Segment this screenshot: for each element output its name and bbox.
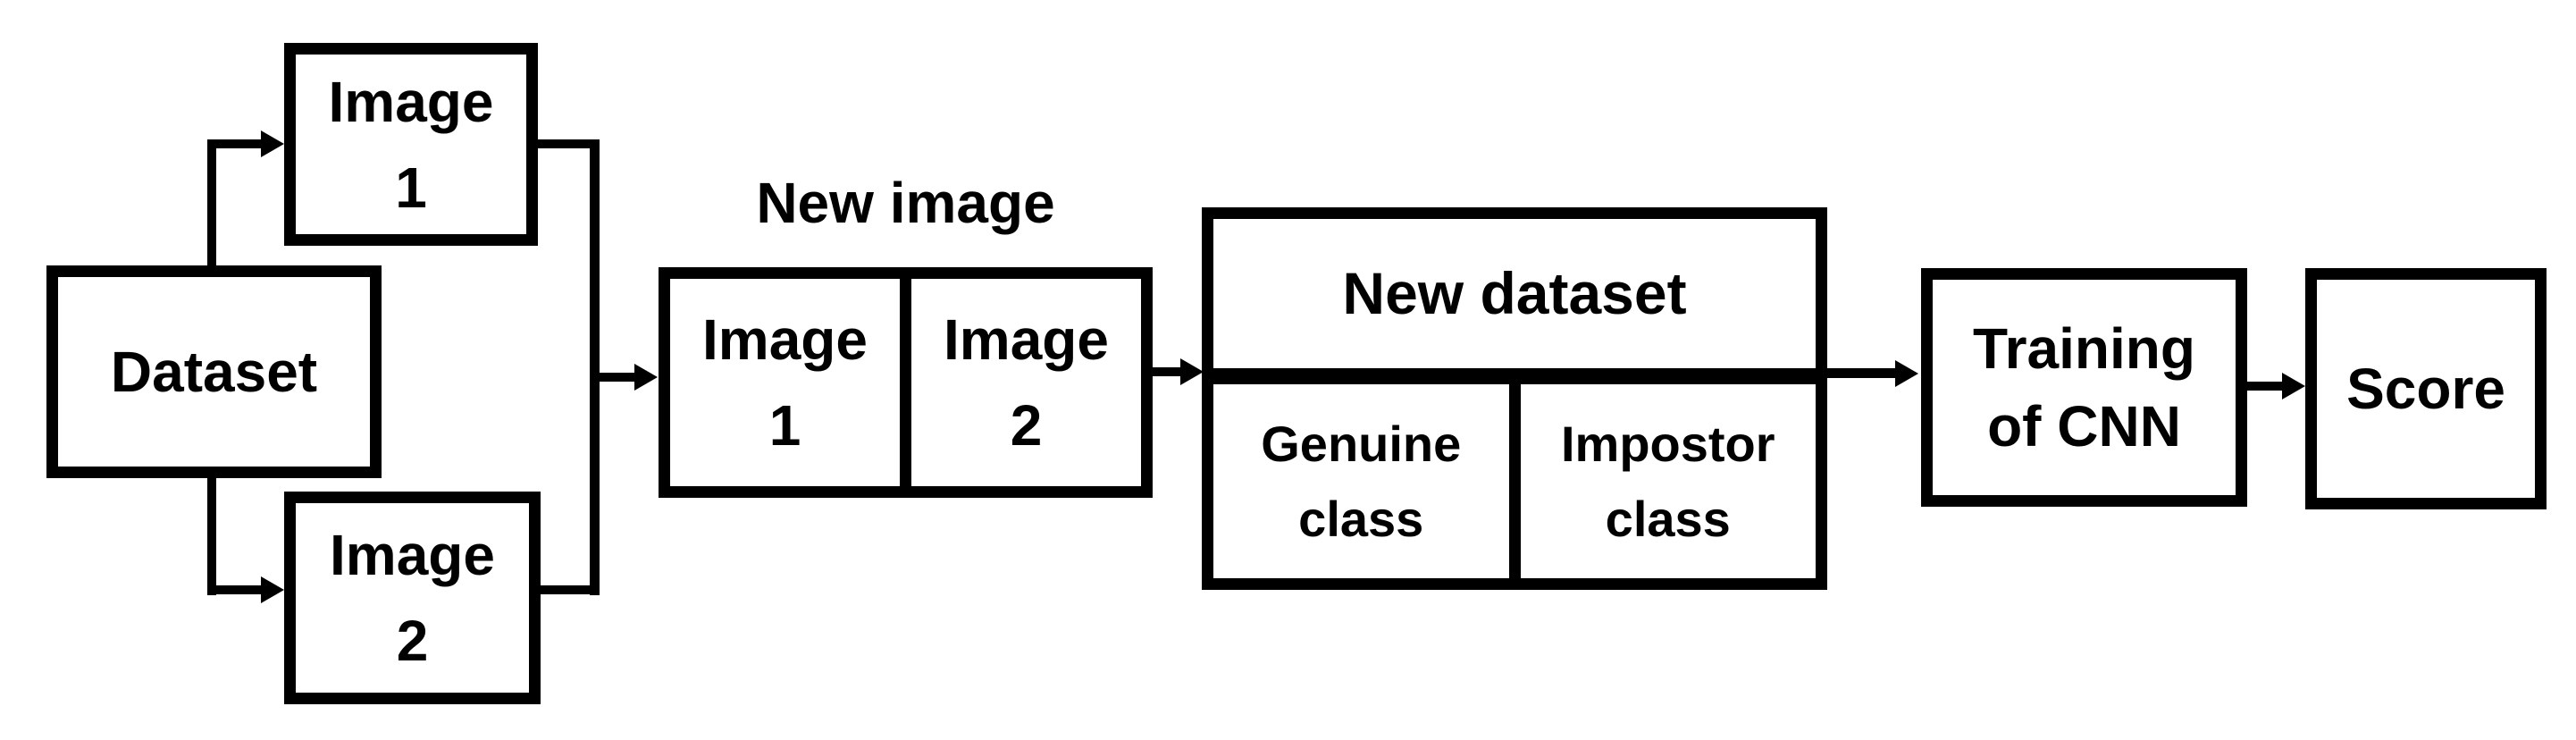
- genuine-class-line2: class: [1298, 490, 1424, 547]
- genuine-class-line1: Genuine: [1261, 415, 1462, 472]
- connector-dataset-to-image1: [207, 139, 264, 148]
- impostor-class-line2: class: [1605, 490, 1731, 547]
- new-image-cell-1-line1: Image: [702, 307, 868, 372]
- score-node: Score: [2305, 268, 2547, 509]
- connector-image1-right-stub: [538, 139, 597, 148]
- training-cnn-label-line2: of CNN: [1987, 393, 2181, 458]
- dataset-node: Dataset: [46, 265, 382, 478]
- arrowhead-into-newdataset-icon: [1180, 358, 1204, 385]
- image-2-label-line1: Image: [330, 523, 495, 587]
- new-image-cell-1-line2: 1: [768, 393, 801, 458]
- new-dataset-title: New dataset: [1342, 260, 1687, 327]
- new-image-caption: New image: [756, 171, 1055, 235]
- arrowhead-into-training-icon: [1895, 360, 1918, 387]
- image-1-label-line1: Image: [328, 69, 494, 134]
- training-cnn-node: Training of CNN: [1921, 268, 2247, 507]
- arrowhead-into-image2-icon: [261, 576, 284, 603]
- new-dataset-flow-divider: [1213, 368, 1816, 384]
- genuine-class-cell: Genuine class: [1213, 384, 1521, 578]
- connector-merge-vertical: [590, 139, 600, 595]
- impostor-class-cell: Impostor class: [1521, 384, 1817, 578]
- connector-dataset-to-image2: [207, 585, 264, 594]
- new-dataset-node: New dataset Genuine class Impostor class: [1202, 207, 1827, 590]
- image-1-node: Image 1: [284, 43, 538, 246]
- image-2-node: Image 2: [284, 492, 541, 704]
- connector-newdataset-to-training: [1827, 368, 1897, 378]
- connector-image2-right-stub: [538, 585, 597, 594]
- dataset-label: Dataset: [110, 339, 318, 404]
- new-image-cell-2-line2: 2: [1010, 393, 1043, 458]
- new-image-node: Image 1 Image 2: [659, 267, 1153, 498]
- new-image-cell-2-line1: Image: [944, 307, 1109, 372]
- arrowhead-into-newimage-icon: [634, 364, 658, 391]
- connector-merge-to-newimage: [600, 373, 635, 382]
- image-2-label-line2: 2: [396, 609, 429, 673]
- connector-dataset-down-vertical: [207, 472, 216, 595]
- new-image-cell-2: Image 2: [911, 279, 1141, 486]
- image-1-label-line2: 1: [395, 155, 427, 220]
- arrowhead-into-image1-icon: [261, 130, 284, 157]
- connector-newimage-to-newdataset: [1153, 367, 1181, 376]
- connector-training-to-score: [2247, 382, 2283, 391]
- arrowhead-into-score-icon: [2282, 373, 2305, 399]
- new-image-cell-1: Image 1: [670, 279, 911, 486]
- training-cnn-label-line1: Training: [1973, 316, 2195, 382]
- score-label: Score: [2346, 356, 2505, 421]
- impostor-class-line1: Impostor: [1560, 415, 1775, 472]
- connector-dataset-up-vertical: [207, 139, 216, 270]
- new-dataset-classes-row: Genuine class Impostor class: [1213, 384, 1816, 578]
